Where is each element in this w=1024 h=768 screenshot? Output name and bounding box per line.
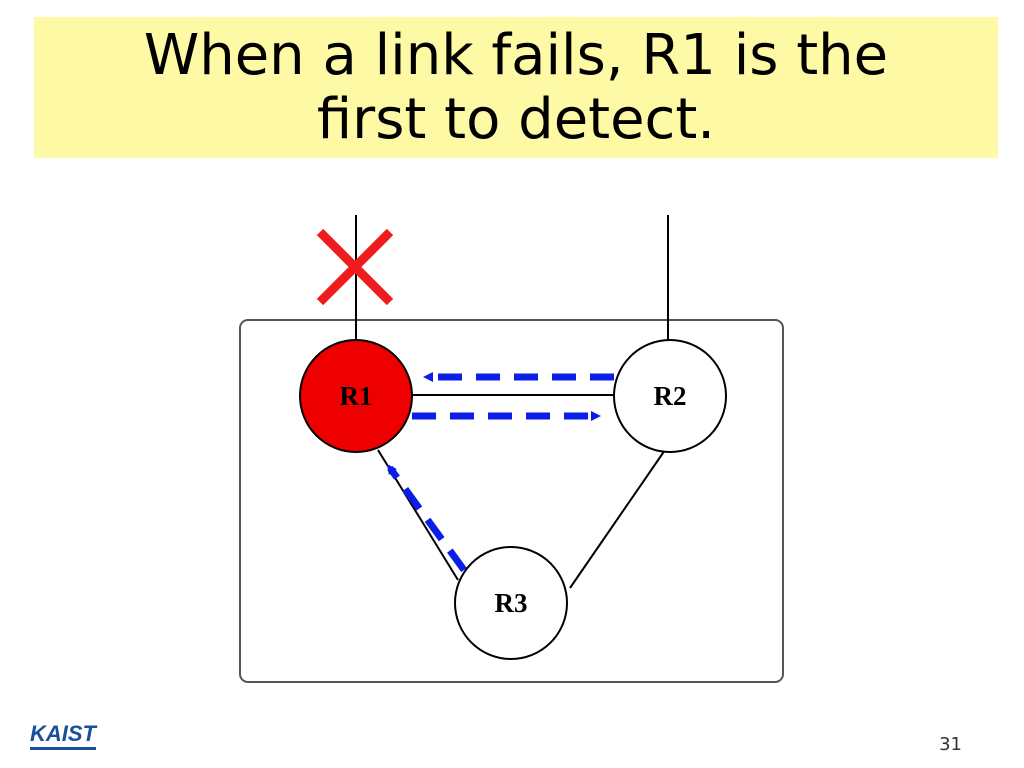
link-r2-r3 [569, 449, 666, 589]
router-r1-circle [299, 339, 413, 453]
kaist-logo: KAIST [30, 722, 96, 750]
router-r2-circle [613, 339, 727, 453]
title-line-2: first to detect. [316, 86, 716, 152]
title-box: When a link fails, R1 is the first to de… [34, 17, 998, 158]
message-arrow-r3-to-r1 [387, 463, 467, 573]
router-r3-circle [454, 546, 568, 660]
title-line-1: When a link fails, R1 is the [143, 22, 889, 88]
router-r3-label: R3 [495, 588, 528, 618]
router-node-r2: R2 [613, 339, 727, 453]
router-r1-label: R1 [340, 381, 373, 411]
page-number: 31 [939, 734, 962, 755]
network-boundary [239, 319, 784, 683]
router-node-r1: R1 [299, 339, 413, 453]
router-r2-label: R2 [654, 381, 687, 411]
router-node-r3: R3 [454, 546, 568, 660]
failure-x-icon [316, 228, 394, 306]
